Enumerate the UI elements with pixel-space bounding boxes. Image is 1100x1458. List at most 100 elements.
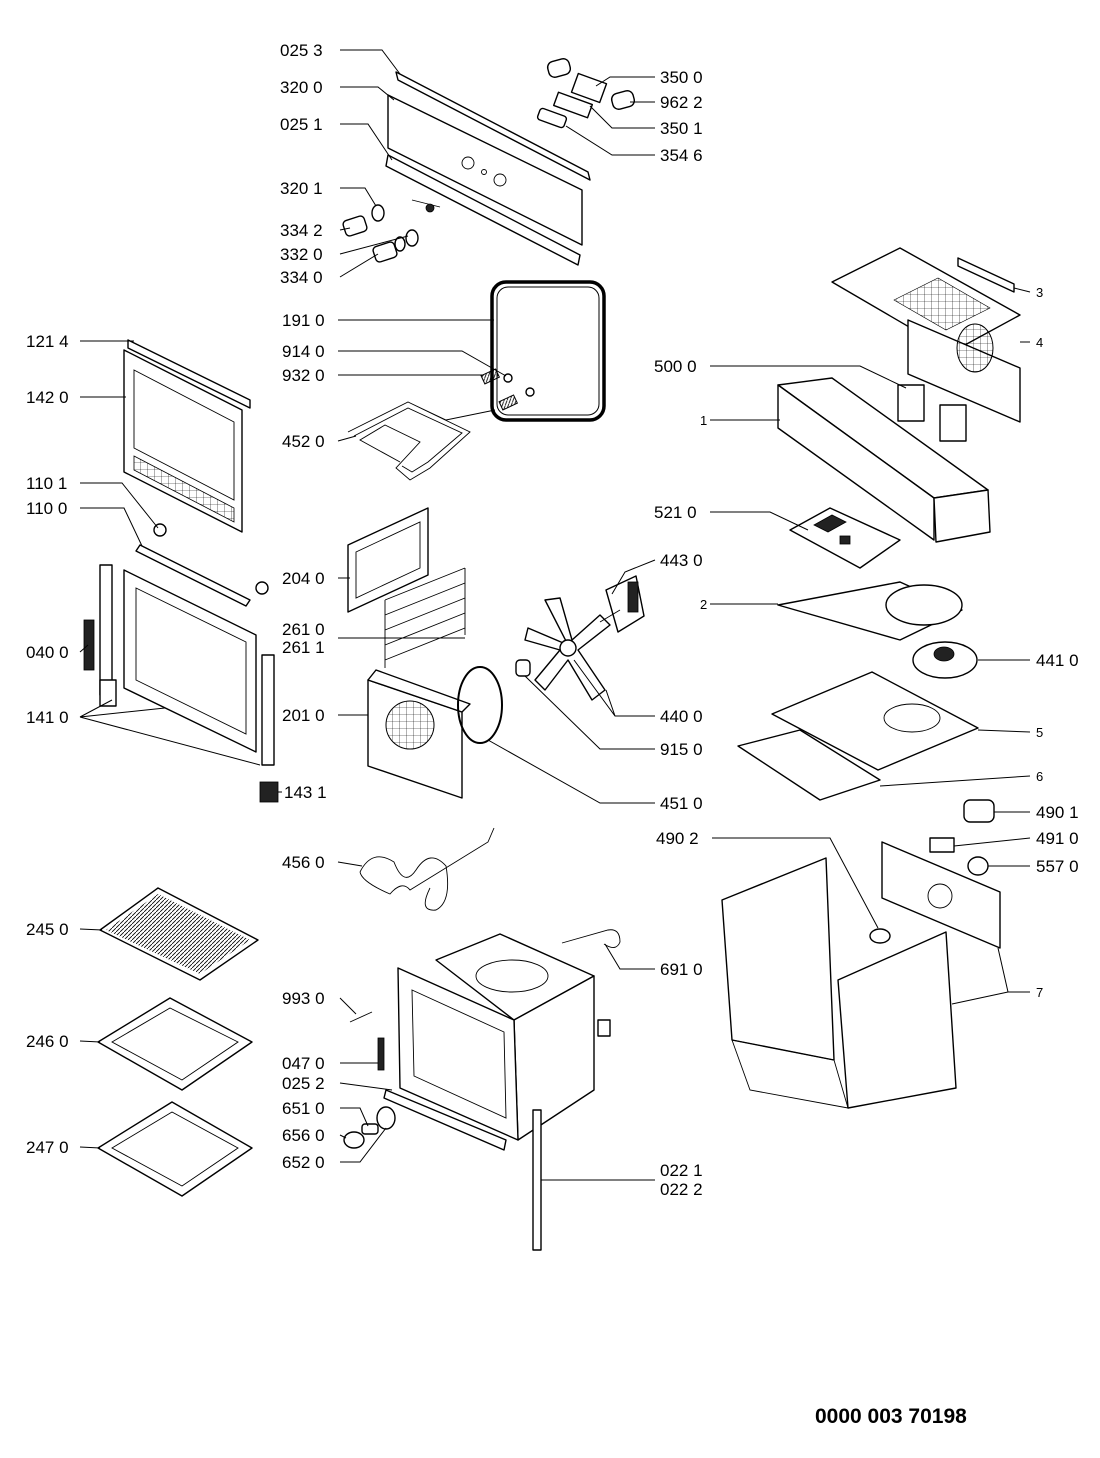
label-3201: 320 1 [280, 179, 323, 198]
cavity-hinge-clip [597, 1019, 611, 1037]
terminal-block-4910 [929, 837, 955, 853]
baking-tray [97, 997, 253, 1091]
fan-motor-connector [627, 581, 639, 613]
outer-door-group [123, 339, 251, 533]
label-4510: 451 0 [660, 794, 703, 813]
label-3546: 354 6 [660, 146, 703, 165]
clock-lens [536, 107, 568, 129]
knob-cap [610, 90, 636, 110]
cooling-fan-hub [933, 646, 955, 662]
label-0252: 025 2 [282, 1074, 325, 1093]
casing-left-side [721, 857, 835, 1061]
inner-door-group [83, 564, 279, 803]
label-6910: 691 0 [660, 960, 703, 979]
top-heating-element [347, 401, 496, 481]
label-2040: 204 0 [282, 569, 325, 588]
label-4520: 452 0 [282, 432, 325, 451]
assembly-label-5: 5 [1036, 725, 1043, 740]
casing-grommet [869, 928, 891, 944]
label-2470: 247 0 [26, 1138, 69, 1157]
knob [372, 241, 398, 263]
inner-door-glass [135, 587, 247, 735]
fan-bushing [515, 659, 531, 677]
panel-bottom-rail [385, 154, 581, 266]
front-panel-assembly [777, 377, 991, 543]
door-hinge-catch [83, 619, 95, 671]
label-9140: 914 0 [282, 342, 325, 361]
rear-cover-flange [367, 669, 471, 713]
thermal-fuse-5570 [967, 856, 989, 876]
inner-door-frame [123, 569, 257, 753]
assembly-label-3: 3 [1036, 285, 1043, 300]
label-9930: 993 0 [282, 989, 325, 1008]
lower-heating-element [359, 827, 495, 911]
bottom-trim-strip [383, 1089, 507, 1151]
knob-shaft-651 [361, 1123, 379, 1135]
fan-group [524, 575, 645, 701]
label-0253: 025 3 [280, 41, 323, 60]
front-panel-face [933, 489, 991, 543]
door-bracket-clip [255, 581, 269, 595]
wire-rack [99, 887, 259, 981]
label-1431: 143 1 [284, 783, 327, 802]
assembly-label-1: 1 [700, 413, 707, 428]
door-hinge-right [261, 654, 275, 766]
top-cover-assembly [831, 247, 1021, 423]
top-cover-grille [893, 277, 991, 331]
cavity-opening [411, 989, 507, 1119]
label-5000: 500 0 [654, 357, 697, 376]
label-9150: 915 0 [660, 740, 703, 759]
rear-wall-hole [927, 883, 953, 909]
label-2460: 246 0 [26, 1032, 69, 1051]
label-1100: 110 0 [26, 499, 67, 518]
fan-hub [559, 639, 577, 657]
label-2450: 245 0 [26, 920, 69, 939]
knob-bezel [394, 236, 406, 252]
cavity-top-hole [475, 959, 549, 993]
label-0222: 022 2 [660, 1180, 703, 1199]
part-labels: 025 3 320 0 025 1 320 1 334 2 332 0 334 … [26, 41, 1079, 1199]
label-4560: 456 0 [282, 853, 325, 872]
label-3342: 334 2 [280, 221, 323, 240]
casing-right-side [837, 931, 957, 1109]
oven-cavity [397, 933, 611, 1141]
label-1101: 110 1 [26, 474, 67, 493]
label-5570: 557 0 [1036, 857, 1079, 876]
label-4902: 490 2 [656, 829, 699, 848]
label-0251: 025 1 [280, 115, 323, 134]
label-1910: 191 0 [282, 311, 325, 330]
rear-cover-group [367, 669, 471, 799]
panel-knob-hole [461, 156, 475, 170]
label-3320: 332 0 [280, 245, 323, 264]
assembly-label-6: 6 [1036, 769, 1043, 784]
outer-casing [721, 857, 957, 1109]
lamp-spring [498, 394, 519, 411]
label-5210: 521 0 [654, 503, 697, 522]
lamp-group [480, 368, 535, 411]
label-0470: 047 0 [282, 1054, 325, 1073]
label-4410: 441 0 [1036, 651, 1079, 670]
label-4901: 490 1 [1036, 803, 1079, 822]
clock-window [552, 91, 594, 119]
front-panel-frame [777, 384, 935, 541]
assembly-labels: 3 4 1 2 5 6 7 [700, 285, 1043, 1000]
bottom-plate-5 [771, 671, 979, 771]
clock-module-group [536, 58, 636, 129]
circular-heating-element [457, 666, 503, 744]
label-6510: 651 0 [282, 1099, 325, 1118]
temperature-sensor [561, 929, 621, 948]
label-9622: 962 2 [660, 93, 703, 112]
fan-motor-shaft [599, 609, 621, 623]
casing-bottom [731, 1039, 849, 1109]
shelf-support-frame [347, 507, 429, 613]
knob [342, 215, 368, 237]
label-6520: 652 0 [282, 1153, 325, 1172]
shelf-rails [384, 567, 466, 668]
label-9320: 932 0 [282, 366, 325, 385]
drip-tray [97, 1101, 253, 1197]
switch-shaft [425, 203, 435, 213]
label-3500: 350 0 [660, 68, 703, 87]
label-1420: 142 0 [26, 388, 69, 407]
shelf-support-group [347, 507, 466, 668]
label-4430: 443 0 [660, 551, 703, 570]
